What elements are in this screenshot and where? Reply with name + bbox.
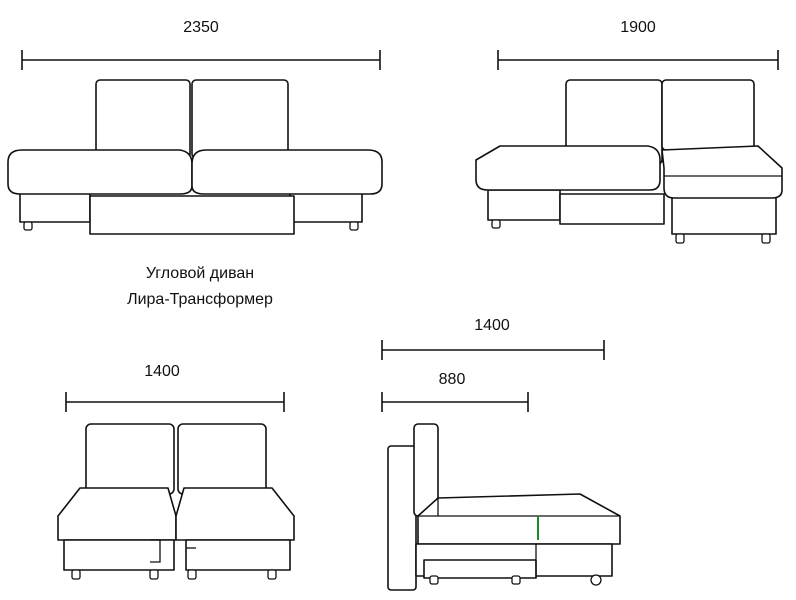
dimension-label-880: 880: [439, 371, 466, 388]
base-left: [63, 539, 175, 571]
front-view-corner-sofa: 1900: [475, 19, 783, 244]
foot: [71, 569, 81, 580]
drawer-edge: [150, 539, 161, 563]
foot: [23, 221, 33, 231]
backrest-right: [177, 423, 267, 495]
wheel: [590, 574, 602, 586]
drawer-side: [423, 559, 537, 579]
seat-cushion-left: [475, 145, 661, 191]
base-left: [19, 189, 91, 223]
backrest-left: [85, 423, 175, 495]
base-left: [487, 189, 561, 221]
product-title: Угловой диван Лира-Трансформер: [127, 265, 273, 308]
foot: [349, 221, 359, 231]
dimension-label-1400-side: 1400: [474, 317, 510, 334]
base-right: [185, 539, 291, 571]
base-right: [289, 189, 363, 223]
title-line-1: Угловой диван: [146, 265, 254, 282]
dimension-1400-side: 1400: [381, 317, 605, 360]
foot: [429, 575, 439, 585]
seat-cushion-left: [7, 149, 193, 195]
seat-left: [57, 487, 177, 541]
seat-side: [417, 493, 621, 545]
back-frame: [387, 445, 417, 591]
foot: [149, 569, 159, 580]
foot: [267, 569, 277, 580]
backrest-left: [95, 79, 191, 159]
front-view-full-sofa: 2350: [7, 19, 383, 235]
foot: [491, 219, 501, 229]
dimension-label-1400-front: 1400: [144, 363, 180, 380]
seat-right: [175, 487, 295, 541]
foot: [761, 233, 771, 244]
dimension-880: 880: [381, 371, 529, 412]
title-line-2: Лира-Трансформер: [127, 291, 273, 308]
pull-out-drawer: [559, 193, 665, 225]
dimension-1400-front: 1400: [65, 363, 285, 412]
dimension-label-2350: 2350: [183, 19, 219, 36]
dimension-1900: 1900: [497, 19, 779, 70]
front-view-compact-sofa: 1400: [57, 363, 295, 580]
backrest-right: [661, 79, 755, 151]
foot: [511, 575, 521, 585]
pull-out-drawer: [89, 195, 295, 235]
dimension-2350: 2350: [21, 19, 381, 70]
foot: [675, 233, 685, 244]
chaise-cushion: [661, 145, 783, 199]
side-view-sofa: 1400 880: [381, 317, 621, 591]
dimension-label-1900: 1900: [620, 19, 656, 36]
chaise-base: [671, 195, 777, 235]
seat-cushion-right: [191, 149, 383, 195]
backrest-right: [191, 79, 289, 159]
foot: [187, 569, 197, 580]
